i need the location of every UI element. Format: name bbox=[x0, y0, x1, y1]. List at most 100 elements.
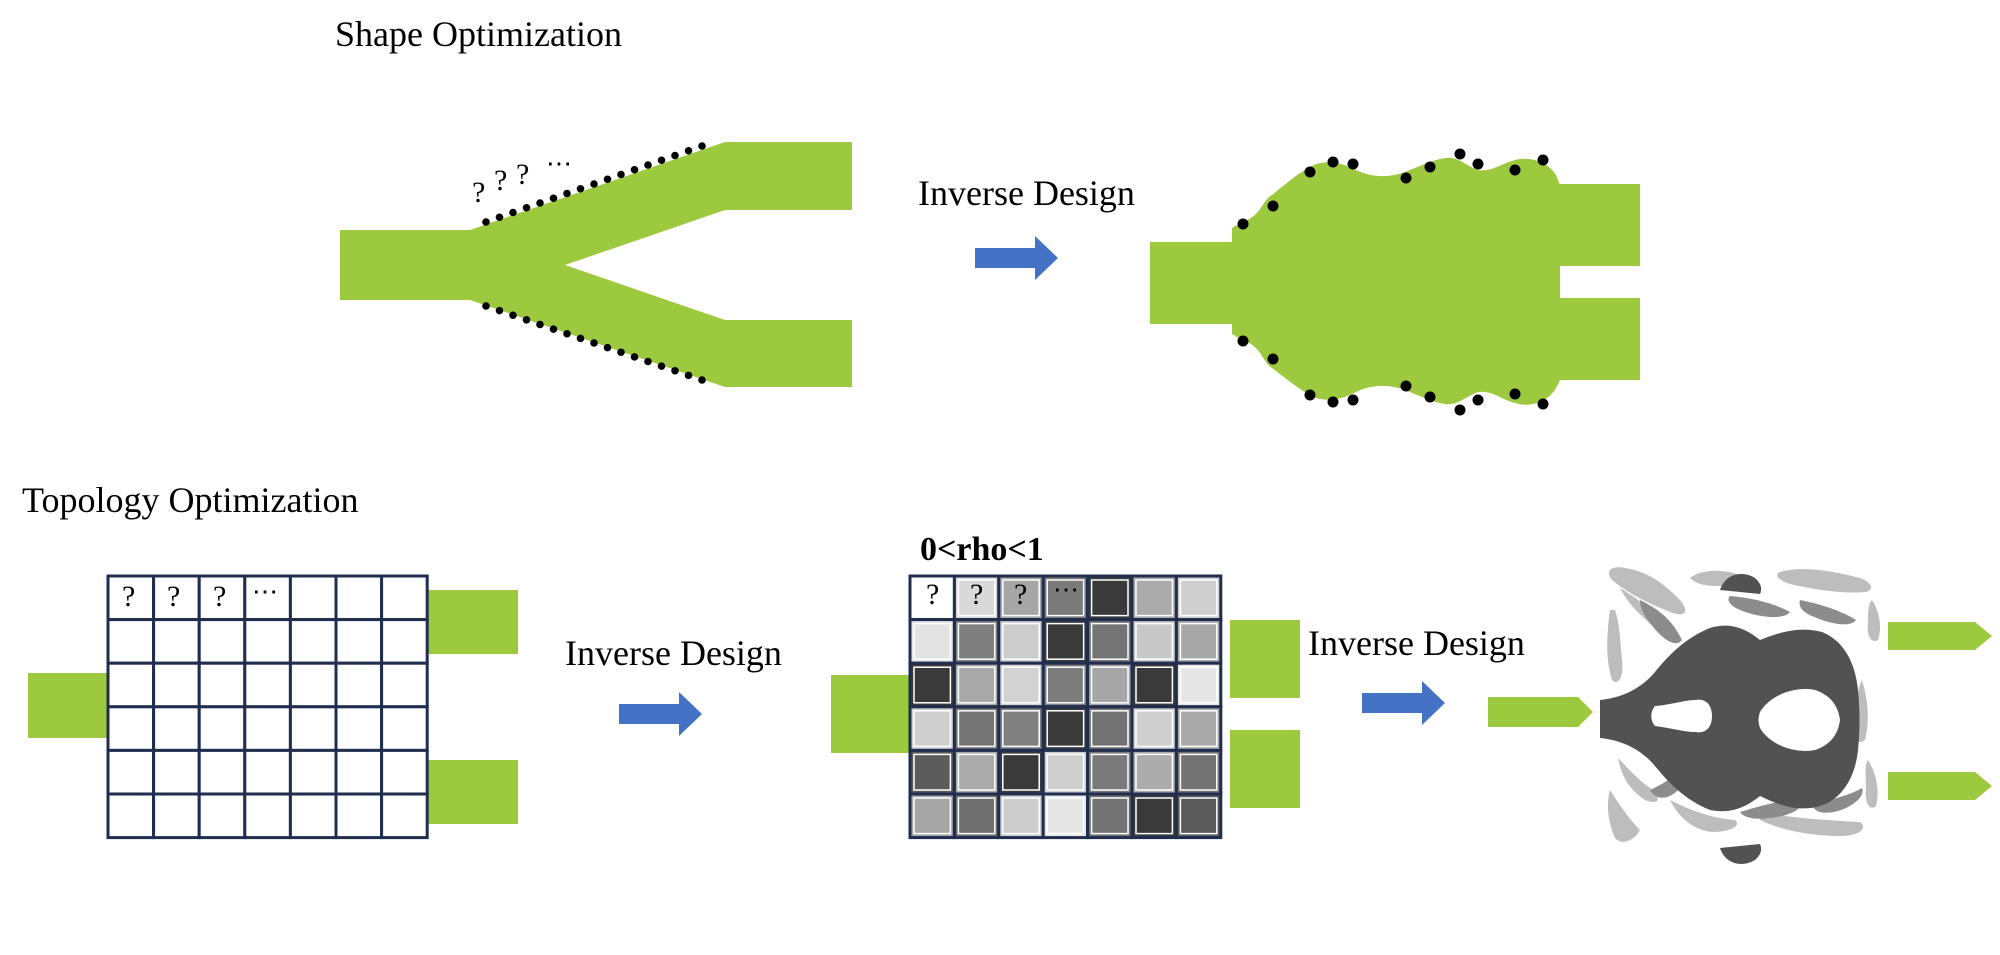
topology-output-port-top bbox=[1888, 622, 1992, 650]
density-cell bbox=[997, 705, 1045, 752]
boundary-point bbox=[1327, 156, 1339, 168]
density-cell-inner-border bbox=[1135, 579, 1174, 617]
optimized-boundary-points bbox=[1237, 148, 1549, 416]
topology-main-body bbox=[1600, 625, 1860, 812]
empty-grid-input-port bbox=[28, 673, 108, 738]
density-cell-inner-border bbox=[1090, 579, 1129, 617]
density-cell bbox=[997, 792, 1045, 840]
boundary-point bbox=[1472, 394, 1484, 406]
boundary-point bbox=[657, 156, 666, 165]
density-cell-inner-border bbox=[1090, 710, 1129, 748]
boundary-point bbox=[1327, 396, 1339, 408]
optimized-topology-device bbox=[1488, 567, 1992, 864]
grid-cell bbox=[197, 661, 247, 709]
optimized-output-port-bottom bbox=[1555, 298, 1640, 380]
grid-cell bbox=[334, 748, 384, 796]
density-cell-inner-border bbox=[1135, 753, 1174, 791]
boundary-point bbox=[1424, 391, 1436, 403]
empty-grid-device: ? ? ? ⋯ bbox=[28, 574, 518, 840]
density-cell bbox=[1041, 661, 1090, 709]
unknown-mark: ? bbox=[516, 158, 529, 191]
grid-cell bbox=[288, 705, 338, 752]
y-splitter-waveguide bbox=[340, 142, 852, 387]
grid-cell bbox=[152, 792, 201, 840]
grid-cell bbox=[288, 792, 338, 840]
boundary-point bbox=[1304, 166, 1316, 178]
unknown-mark: ? bbox=[472, 176, 485, 209]
boundary-point bbox=[1237, 335, 1249, 347]
grid-cell bbox=[152, 661, 201, 709]
ellipsis-mark: ⋯ bbox=[546, 149, 572, 178]
grid-cell bbox=[243, 618, 292, 665]
density-cell-inner-border bbox=[957, 797, 996, 835]
topology-inverse-design-label-1: Inverse Design bbox=[565, 633, 782, 673]
boundary-point bbox=[1267, 200, 1279, 212]
density-cell bbox=[1086, 618, 1134, 665]
grid-cell bbox=[106, 705, 156, 752]
grid-cell bbox=[288, 748, 338, 796]
optimized-shape-device bbox=[1150, 157, 1640, 405]
density-cell bbox=[952, 618, 1001, 665]
grid-cell bbox=[106, 792, 156, 840]
density-cell bbox=[1086, 661, 1134, 709]
density-cell-inner-border bbox=[1002, 753, 1040, 791]
topology-mid-structures bbox=[1640, 596, 1863, 819]
boundary-point bbox=[630, 353, 639, 361]
grid-cell bbox=[334, 618, 384, 665]
grid-cell bbox=[334, 661, 384, 709]
density-cell-inner-border bbox=[1179, 710, 1218, 748]
boundary-point bbox=[1509, 164, 1521, 176]
grid-cell bbox=[380, 661, 429, 709]
topology-inner-hole-left bbox=[1651, 699, 1712, 733]
density-cell-inner-border bbox=[1135, 622, 1174, 660]
density-cell bbox=[1130, 574, 1178, 622]
boundary-point bbox=[1454, 148, 1466, 160]
density-unknown-mark: ? bbox=[970, 578, 983, 611]
density-cell-inner-border bbox=[1046, 797, 1085, 835]
topology-inverse-design-arrow-2 bbox=[1362, 681, 1445, 725]
optimized-output-port-top bbox=[1555, 184, 1640, 266]
shape-inverse-design-arrow bbox=[975, 236, 1058, 280]
topology-inner-hole-right bbox=[1758, 689, 1840, 751]
boundary-point bbox=[644, 357, 652, 366]
density-cell-inner-border bbox=[1090, 753, 1129, 791]
boundary-point bbox=[590, 180, 598, 188]
grid-cell bbox=[197, 618, 247, 665]
grid-cell bbox=[380, 574, 429, 622]
boundary-point bbox=[563, 329, 571, 338]
boundary-point bbox=[509, 208, 517, 217]
grid-cell bbox=[152, 748, 201, 796]
density-cell-inner-border bbox=[957, 622, 996, 660]
boundary-point bbox=[576, 334, 585, 343]
boundary-point bbox=[1347, 394, 1359, 406]
density-cell bbox=[1130, 705, 1178, 752]
density-cell bbox=[1041, 792, 1090, 840]
boundary-point bbox=[495, 213, 504, 222]
boundary-point bbox=[603, 175, 612, 184]
boundary-point bbox=[684, 371, 693, 380]
grid-cell bbox=[152, 618, 201, 665]
density-cell bbox=[1041, 705, 1090, 752]
density-cell-inner-border bbox=[1046, 579, 1085, 617]
density-cell-inner-border bbox=[957, 753, 996, 791]
splitter-boundary-points-bottom bbox=[482, 302, 706, 384]
grid-cell bbox=[197, 792, 247, 840]
density-cell-inner-border bbox=[913, 753, 952, 791]
boundary-point bbox=[1472, 158, 1484, 170]
boundary-point bbox=[482, 302, 490, 310]
density-cell-inner-border bbox=[1135, 710, 1174, 748]
grid-cell bbox=[288, 618, 338, 665]
boundary-point bbox=[1454, 404, 1466, 416]
grid-cell bbox=[197, 705, 247, 752]
boundary-point bbox=[698, 376, 706, 384]
density-cell bbox=[908, 748, 956, 796]
topology-top-lobe bbox=[1720, 574, 1762, 594]
density-cell-inner-border bbox=[1179, 666, 1218, 704]
density-cell bbox=[1174, 574, 1223, 622]
density-cell bbox=[908, 705, 956, 752]
topology-bottom-lobe bbox=[1720, 844, 1762, 864]
boundary-point bbox=[522, 203, 531, 212]
density-cell bbox=[952, 661, 1001, 709]
density-cell bbox=[1174, 705, 1223, 752]
